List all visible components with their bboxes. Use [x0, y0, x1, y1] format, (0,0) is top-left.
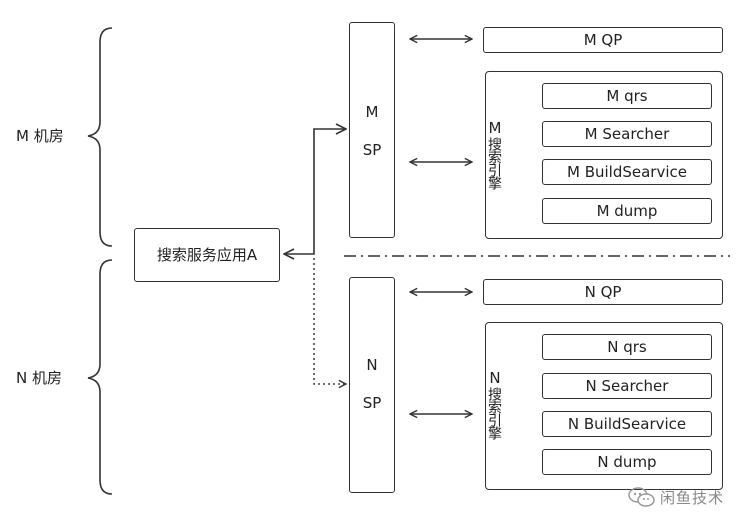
room-m-label: M 机房 — [16, 127, 64, 145]
n-module-buildservice: N BuildSearvice — [542, 411, 712, 437]
m-module-buildservice: M BuildSearvice — [542, 159, 712, 185]
room-n-brace — [87, 259, 113, 495]
n-qp-box: N QP — [483, 279, 723, 305]
m-module-dump: M dump — [542, 198, 712, 224]
m-search-engine-label: M 搜索引擎 — [486, 119, 502, 189]
n-sp-letter: N — [366, 356, 378, 374]
m-sp-letter: M — [365, 103, 379, 121]
n-module-searcher: N Searcher — [542, 373, 712, 399]
watermark: 闲鱼技术 — [628, 486, 724, 508]
n-search-engine-label: N 搜索引擎 — [486, 369, 502, 439]
n-module-dump: N dump — [542, 449, 712, 475]
active-route-arrow — [284, 129, 346, 254]
wechat-icon — [628, 487, 655, 507]
n-module-qrs: N qrs — [542, 334, 712, 360]
m-sp-box: M SP — [349, 22, 395, 238]
standby-route-arrow — [313, 258, 346, 384]
search-service-app-box: 搜索服务应用A — [134, 228, 280, 282]
n-sp-box: N SP — [349, 277, 395, 493]
m-module-searcher: M Searcher — [542, 121, 712, 147]
m-module-qrs: M qrs — [542, 83, 712, 109]
room-m-brace — [87, 27, 113, 247]
m-qp-box: M QP — [483, 27, 723, 53]
m-sp-label: SP — [362, 141, 382, 159]
room-n-label: N 机房 — [16, 369, 62, 387]
n-sp-label: SP — [362, 394, 382, 412]
watermark-text: 闲鱼技术 — [660, 488, 725, 507]
